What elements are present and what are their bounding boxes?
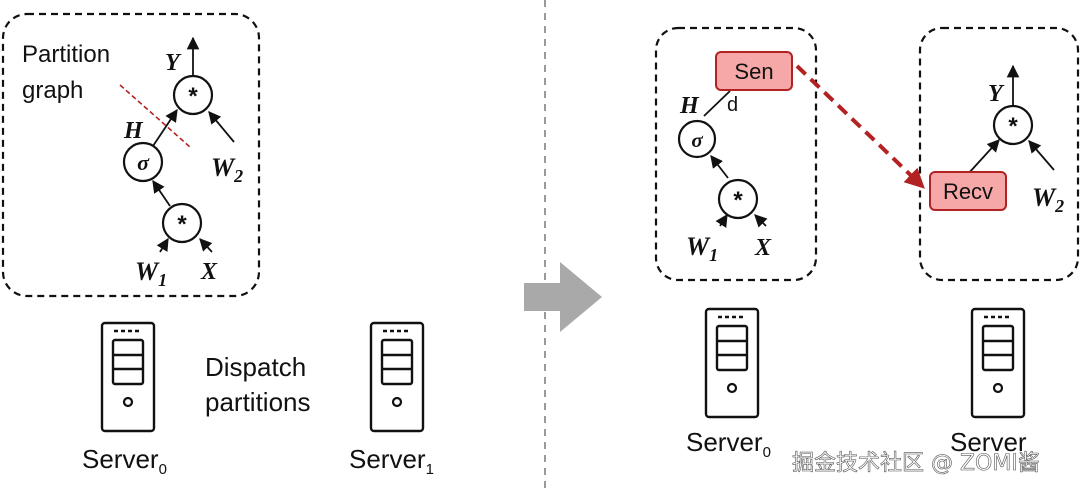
right-server1-box (918, 26, 1080, 282)
edge-sigma-to-mul (152, 108, 178, 147)
mul-node-right-bottom-label: * (733, 187, 743, 214)
var-w1-right: W1 (686, 232, 718, 265)
server-icon-right-0 (704, 307, 760, 419)
sigma-node (122, 141, 164, 183)
var-y: Y (165, 50, 182, 76)
mul-node-right-bottom (717, 178, 759, 220)
edge-x-to-mul-right (754, 214, 768, 228)
edge-recv-to-mul (967, 139, 1000, 175)
mul-node-right-top-label: * (1008, 113, 1018, 140)
send-recv-transfer-arrow (795, 64, 925, 189)
server-icon-right-1 (970, 307, 1026, 419)
var-x: X (200, 259, 218, 285)
watermark-text: 掘金技术社区 @ ZOMI酱 (792, 451, 1040, 476)
sigma-node-right (677, 119, 717, 159)
server-icon-left-1 (369, 321, 425, 433)
dispatch-arrow-icon (524, 262, 602, 332)
edge-x-to-mul (199, 238, 213, 253)
server-icon-left-0 (100, 321, 156, 433)
edge-w1-to-mul-right (715, 213, 728, 228)
edge-w2-to-mul-right (1028, 140, 1055, 171)
left-graph-box (1, 12, 261, 298)
dispatch-label-line1: Dispatch (205, 352, 306, 382)
var-h: H (123, 118, 144, 144)
recv-node (929, 171, 1007, 211)
sigma-node-label: σ (137, 150, 150, 175)
edge-mul-to-sigma-right (710, 155, 729, 179)
sigma-node-right-label: σ (691, 128, 703, 152)
var-w1: W1 (135, 257, 167, 290)
dispatch-label-line2: partitions (205, 387, 311, 417)
mul-node-bottom (161, 202, 203, 244)
send-node (715, 51, 793, 91)
server1-label-left: Server1 (349, 444, 434, 478)
mul-node-top (172, 74, 214, 116)
right-server0-box (654, 26, 818, 282)
var-w2: W2 (211, 153, 243, 186)
var-y-right: Y (988, 81, 1005, 107)
edge-w2-to-mul (208, 111, 235, 143)
mul-node-top-label: * (188, 83, 198, 110)
edge-sigma-to-send (703, 90, 731, 117)
partition-annotation-line1: Partition (22, 41, 110, 68)
edge-mul-to-sigma (152, 179, 171, 207)
var-h-right: H (679, 93, 700, 119)
server1-label-right: Server (950, 427, 1027, 457)
mul-node-bottom-label: * (177, 211, 187, 238)
var-w2-right: W2 (1032, 183, 1064, 216)
edge-w1-to-mul (156, 237, 169, 253)
recv-node-label: Recv (943, 179, 993, 204)
server0-label-right: Server0 (686, 427, 771, 461)
send-node-label: Sen (734, 59, 773, 84)
send-node-suffix: d (727, 94, 738, 116)
server0-label-left: Server0 (82, 444, 167, 478)
mul-node-right-top (992, 104, 1034, 146)
partition-annotation-line2: graph (22, 77, 83, 104)
var-x-right: X (754, 235, 772, 261)
